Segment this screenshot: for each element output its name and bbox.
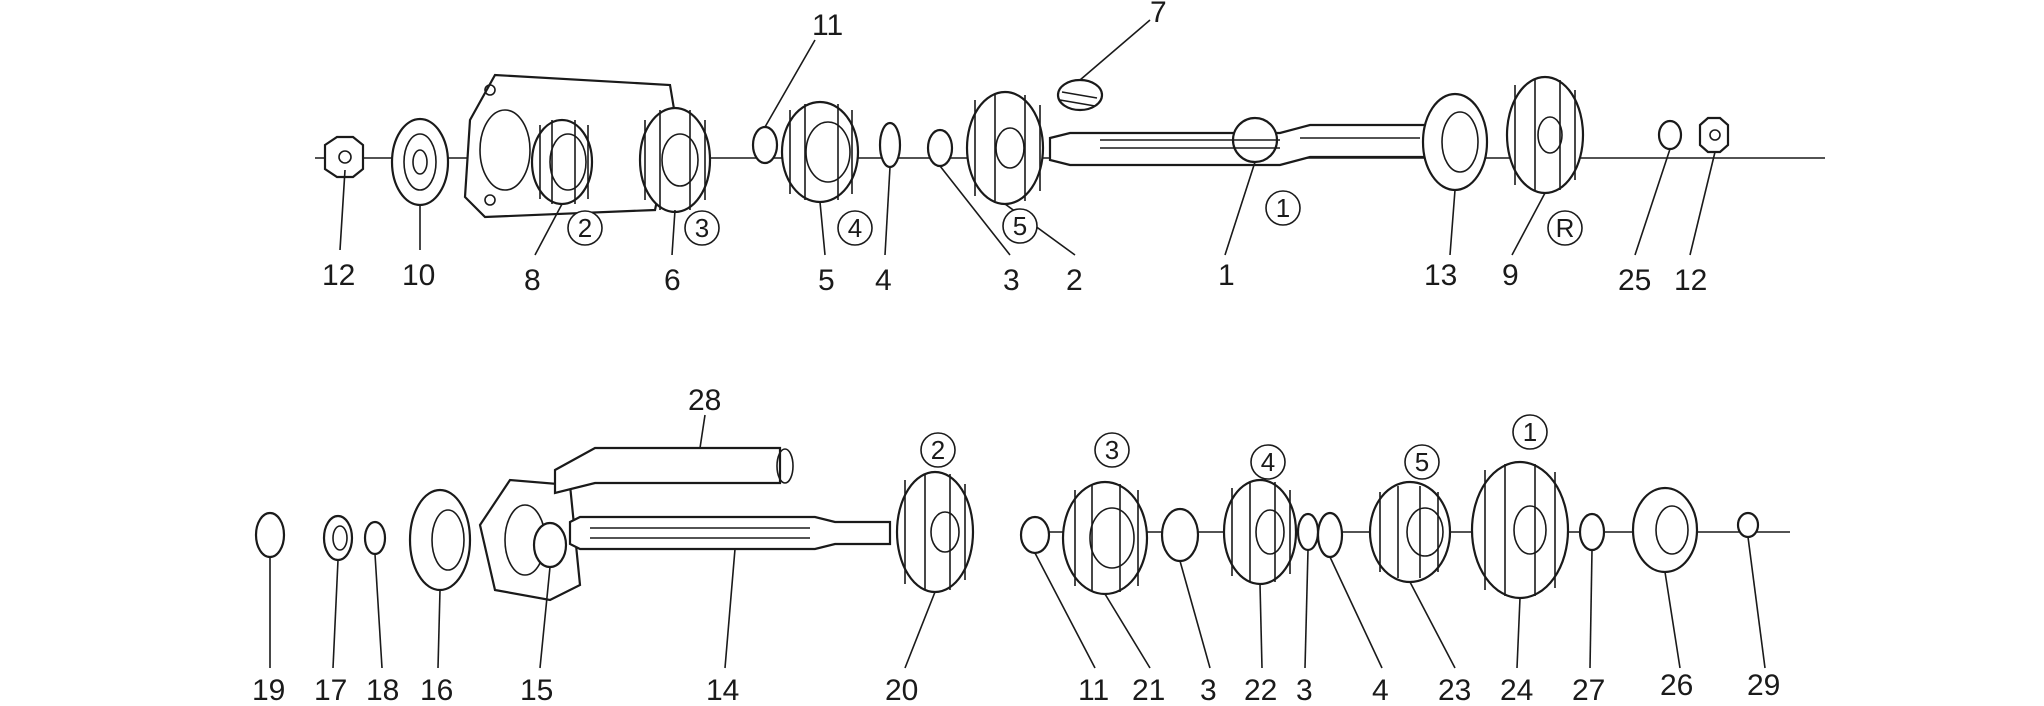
gear-mark-4-lower: 4 bbox=[1250, 444, 1286, 480]
callout-17: 17 bbox=[314, 674, 347, 706]
callout-3-lower-b: 3 bbox=[1296, 674, 1313, 706]
callout-12-left: 12 bbox=[322, 259, 355, 292]
callout-9: 9 bbox=[1502, 259, 1519, 292]
lower-shaft-assembly bbox=[254, 446, 1790, 602]
callout-10: 10 bbox=[402, 259, 435, 292]
callout-4-lower: 4 bbox=[1372, 674, 1389, 706]
gear-24 bbox=[1470, 460, 1570, 600]
callout-1: 1 bbox=[1218, 259, 1235, 292]
gear-mark-r: R bbox=[1547, 210, 1583, 246]
bearing-26 bbox=[1631, 486, 1699, 574]
spacer-17 bbox=[322, 514, 354, 562]
washer-3-lower-b bbox=[1296, 512, 1320, 552]
circlip-19 bbox=[254, 511, 286, 559]
svg-text:4: 4 bbox=[1261, 447, 1275, 477]
gear-22 bbox=[1222, 478, 1298, 586]
nut-12-right bbox=[1698, 116, 1730, 154]
svg-text:R: R bbox=[1556, 213, 1575, 243]
callout-28: 28 bbox=[688, 384, 721, 417]
callout-25: 25 bbox=[1618, 264, 1651, 297]
washer-4-upper bbox=[878, 121, 902, 169]
callout-29: 29 bbox=[1747, 669, 1780, 702]
upper-gear-marks: 2 3 4 5 1 R bbox=[567, 190, 1583, 246]
gear-mark-2-upper: 2 bbox=[567, 210, 603, 246]
gear-mark-1-lower: 1 bbox=[1512, 414, 1548, 450]
svg-text:4: 4 bbox=[848, 213, 862, 243]
callout-13: 13 bbox=[1424, 259, 1457, 292]
callout-3-upper: 3 bbox=[1003, 264, 1020, 297]
circlip-29 bbox=[1736, 511, 1760, 539]
svg-text:2: 2 bbox=[578, 213, 592, 243]
upper-callouts: 12 10 8 6 11 5 4 7 3 2 1 13 9 25 12 bbox=[322, 0, 1707, 297]
callout-26: 26 bbox=[1660, 669, 1693, 702]
callout-14: 14 bbox=[706, 674, 739, 706]
callout-4-upper: 4 bbox=[875, 264, 892, 297]
gear-mark-5-upper: 5 bbox=[1002, 208, 1038, 244]
callout-11-lower: 11 bbox=[1078, 674, 1109, 706]
nut-12-left bbox=[323, 135, 365, 179]
callout-7: 7 bbox=[1150, 0, 1167, 29]
callout-15: 15 bbox=[520, 674, 553, 706]
gear-9-reverse bbox=[1505, 75, 1585, 195]
needle-cage-7 bbox=[1056, 78, 1104, 112]
svg-text:3: 3 bbox=[1105, 435, 1119, 465]
svg-text:2: 2 bbox=[931, 435, 945, 465]
svg-text:1: 1 bbox=[1523, 417, 1537, 447]
callout-8: 8 bbox=[524, 264, 541, 297]
washer-4-lower bbox=[1316, 511, 1344, 559]
gear-mark-3-upper: 3 bbox=[684, 210, 720, 246]
gear-mark-5-lower: 5 bbox=[1404, 444, 1440, 480]
gear-mark-1-upper: 1 bbox=[1265, 190, 1301, 226]
circlip-11-upper bbox=[751, 125, 779, 165]
callout-24: 24 bbox=[1500, 674, 1533, 706]
callout-27: 27 bbox=[1572, 674, 1605, 706]
lower-gear-marks: 2 3 4 5 1 bbox=[920, 414, 1548, 480]
callout-5-upper: 5 bbox=[818, 264, 835, 297]
washer-3-lower-a bbox=[1160, 507, 1200, 563]
bearing-13 bbox=[1421, 92, 1489, 192]
callout-6: 6 bbox=[664, 264, 681, 297]
svg-text:5: 5 bbox=[1013, 211, 1027, 241]
gear-5-upper bbox=[780, 100, 860, 204]
svg-text:5: 5 bbox=[1415, 447, 1429, 477]
circlip-11-lower bbox=[1019, 515, 1051, 555]
gear-20 bbox=[895, 470, 975, 594]
gear-mark-3-lower: 3 bbox=[1094, 432, 1130, 468]
callout-12-right: 12 bbox=[1674, 264, 1707, 297]
callout-20: 20 bbox=[885, 674, 918, 706]
gear-2-upper bbox=[965, 90, 1045, 206]
selector-rod-28 bbox=[553, 446, 794, 495]
callout-11-upper: 11 bbox=[812, 9, 843, 42]
gear-mark-4-upper: 4 bbox=[837, 210, 873, 246]
washer-25 bbox=[1657, 119, 1683, 151]
callout-2-upper: 2 bbox=[1066, 264, 1083, 297]
bearing-10 bbox=[390, 117, 450, 207]
callout-22: 22 bbox=[1244, 674, 1277, 706]
gear-21 bbox=[1061, 480, 1149, 596]
washer-27 bbox=[1578, 512, 1606, 552]
gear-8 bbox=[530, 118, 594, 206]
svg-text:3: 3 bbox=[695, 213, 709, 243]
secondary-shaft-14 bbox=[568, 515, 892, 551]
ring-18 bbox=[363, 520, 387, 556]
gear-mark-2-lower: 2 bbox=[920, 432, 956, 468]
callout-3-lower-a: 3 bbox=[1200, 674, 1217, 706]
bearing-16 bbox=[408, 488, 472, 592]
callout-21: 21 bbox=[1132, 674, 1165, 706]
svg-text:1: 1 bbox=[1276, 193, 1290, 223]
callout-23: 23 bbox=[1438, 674, 1471, 706]
callout-18: 18 bbox=[366, 674, 399, 706]
gear-23 bbox=[1368, 480, 1452, 584]
gear-6 bbox=[638, 106, 712, 214]
lower-callouts: 28 19 17 18 16 15 14 20 11 21 3 22 3 4 2… bbox=[252, 384, 1780, 706]
bush-15 bbox=[532, 521, 568, 569]
callout-19: 19 bbox=[252, 674, 285, 706]
lower-housing-plate bbox=[478, 478, 582, 602]
upper-shaft-assembly bbox=[315, 73, 1825, 219]
washer-3-upper bbox=[926, 128, 954, 168]
primary-shaft-1 bbox=[1048, 116, 1452, 167]
callout-16: 16 bbox=[420, 674, 453, 706]
